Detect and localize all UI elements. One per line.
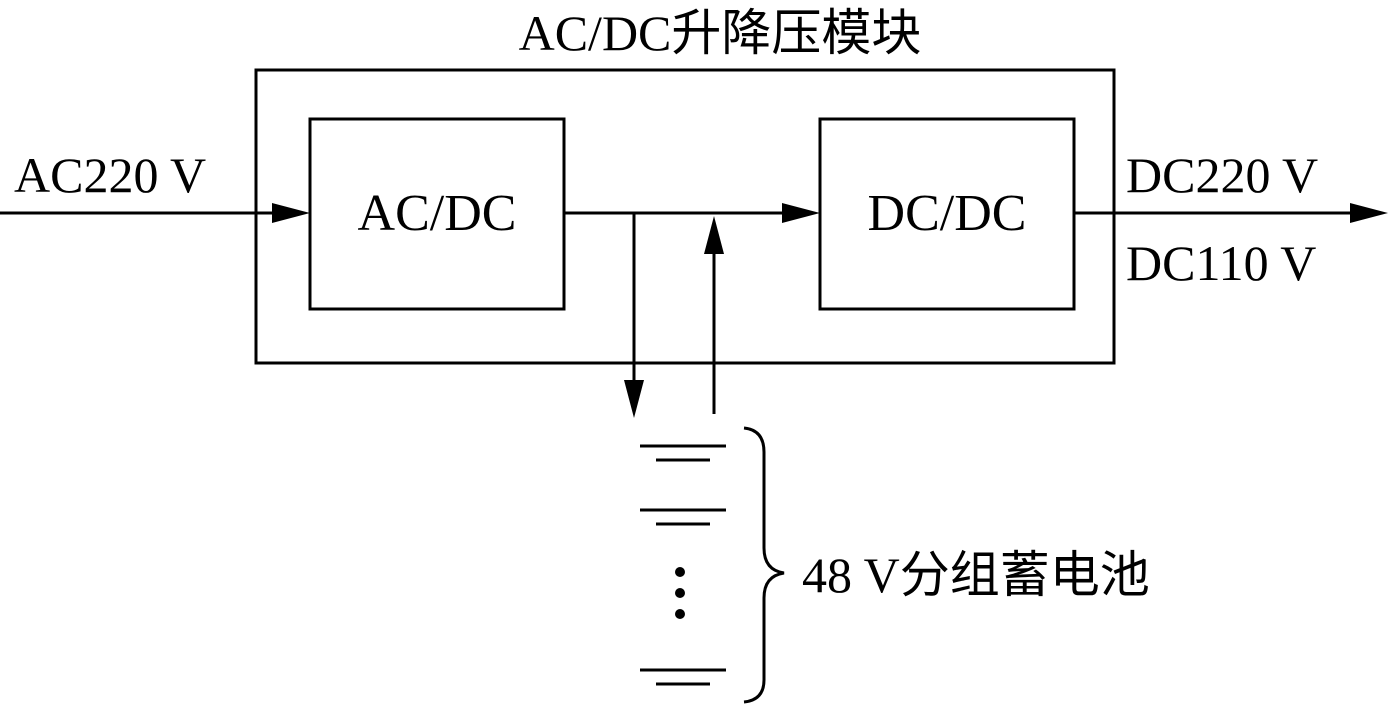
charge-arrow	[624, 213, 644, 418]
battery-cell	[640, 508, 726, 526]
battery-ellipsis-dots	[675, 567, 685, 619]
battery-stack	[640, 444, 726, 686]
output-label-dc220: DC220 V	[1126, 147, 1318, 203]
dcdc-block-label: DC/DC	[868, 185, 1027, 242]
acdc-block-label: AC/DC	[358, 185, 517, 242]
bus-arrow	[564, 203, 820, 223]
battery-cell	[640, 668, 726, 686]
module-outer-box	[254, 68, 1116, 365]
module-title: AC/DC升降压模块	[519, 5, 922, 61]
input-arrow	[0, 203, 310, 223]
battery-brace	[743, 426, 785, 704]
output-arrow	[1074, 203, 1388, 223]
battery-cell	[640, 444, 726, 462]
discharge-arrow	[704, 216, 724, 414]
input-label: AC220 V	[14, 147, 206, 203]
output-label-dc110: DC110 V	[1126, 235, 1316, 291]
battery-label: 48 V分组蓄电池	[802, 547, 1150, 603]
